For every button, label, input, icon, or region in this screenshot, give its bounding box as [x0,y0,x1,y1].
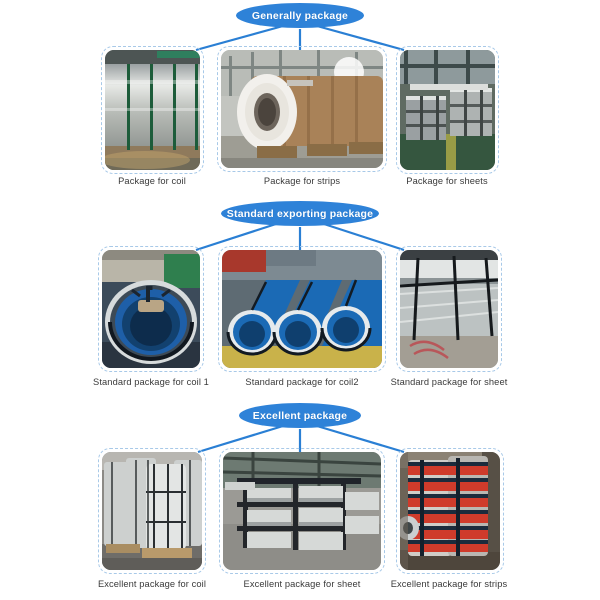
white-wrapped-coils-pallet-photo [102,452,202,570]
photo-dashed-frame [101,46,204,174]
photo-cell-standard-package-for-sheet[interactable] [396,246,502,372]
photo-cell-standard-package-for-coil-1[interactable] [98,246,204,372]
photo-dashed-frame [98,448,206,574]
caption-excellent-package-for-coil: Excellent package for coil [97,579,207,589]
caption-package-for-sheets: Package for sheets [406,176,488,186]
photo-cell-package-for-strips[interactable] [217,46,387,172]
paper-wrapped-coils-photo [221,50,383,168]
caption-standard-package-for-coil2: Standard package for coil2 [245,377,359,387]
photo-cell-excellent-package-for-strips[interactable] [396,448,504,574]
photo-cell-package-for-coil[interactable] [101,46,204,174]
caption-excellent-package-for-strips: Excellent package for strips [390,579,508,589]
strapped-galvanized-sheet-photo [400,250,498,368]
photo-cell-package-for-sheets[interactable] [396,46,499,174]
photo-dashed-frame [217,46,387,172]
photo-dashed-frame [396,46,499,174]
caption-package-for-coil: Package for coil [118,176,186,186]
caption-package-for-strips: Package for strips [263,176,341,186]
section-standard-exporting-package: Standard exporting package [0,198,600,398]
photo-dashed-frame [396,246,502,372]
caption-standard-package-for-coil-1: Standard package for coil 1 [93,377,209,387]
photo-dashed-frame [218,246,386,372]
photo-dashed-frame [219,448,385,574]
photo-dashed-frame [98,246,204,372]
steel-coil-photo [105,50,200,170]
photo-cell-excellent-package-for-sheet[interactable] [219,448,385,574]
section-generally-package: Generally package [0,0,600,200]
photo-dashed-frame [396,448,504,574]
section-heading-generally-package: Generally package [236,3,364,28]
stacked-sheet-bundles-photo [400,50,495,170]
caption-standard-package-for-sheet: Standard package for sheet [390,377,508,387]
photo-cell-standard-package-for-coil2[interactable] [218,246,386,372]
section-standard-cells: Standard package for coil 1 [0,198,600,398]
section-heading-standard-exporting-package: Standard exporting package [221,201,379,226]
blue-wrapped-coil-front-photo [102,250,200,368]
photo-cell-excellent-package-for-coil[interactable] [98,448,206,574]
blue-wrapped-coils-row-photo [222,250,382,368]
red-strapped-strip-coils-photo [400,452,500,570]
section-excellent-cells: Excellent package for coil [0,398,600,598]
section-heading-excellent-package: Excellent package [239,403,361,428]
warehouse-sheet-racks-photo [223,452,381,570]
caption-excellent-package-for-sheet: Excellent package for sheet [243,579,361,589]
